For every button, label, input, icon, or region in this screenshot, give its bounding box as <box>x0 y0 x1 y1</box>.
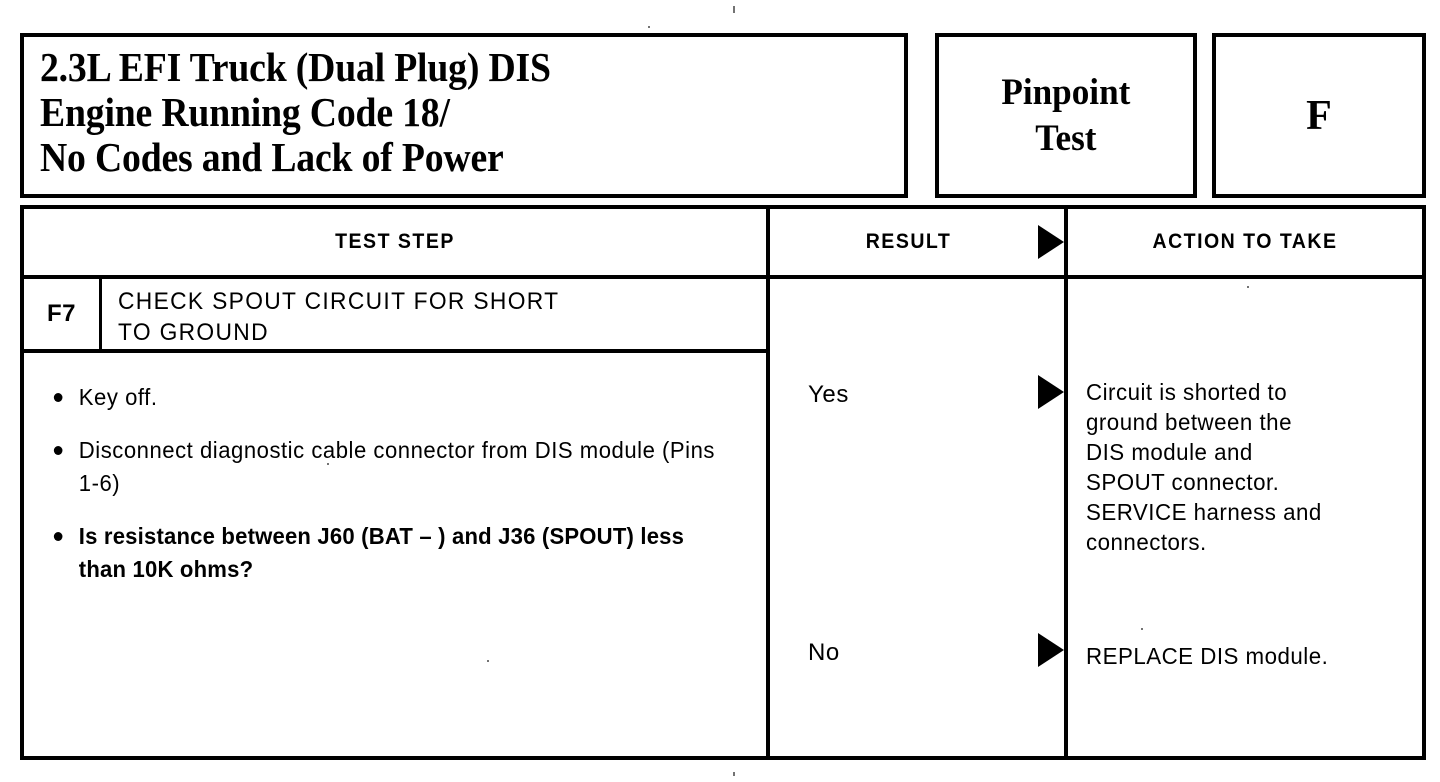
scan-speckle <box>648 26 650 28</box>
action-text-yes: Circuit is shorted to ground between the… <box>1086 379 1322 555</box>
scan-speckle <box>733 772 735 776</box>
right-triangle-icon-header <box>1038 225 1064 259</box>
right-triangle-icon-yes <box>1038 375 1064 409</box>
scan-speckle <box>487 660 489 662</box>
column-header-rule <box>20 275 1426 279</box>
action-text-no: REPLACE DIS module. <box>1086 643 1329 669</box>
right-triangle-icon-no <box>1038 633 1064 667</box>
instruction-text: Key off. <box>78 384 158 410</box>
column-divider-result-action <box>1064 209 1068 756</box>
test-type-box: Pinpoint Test <box>935 33 1197 198</box>
scan-speckle <box>1247 286 1249 288</box>
test-table: TEST STEP RESULT ACTION TO TAKE F7 CHECK… <box>20 205 1426 760</box>
step-instruction-list: Key off. Disconnect diagnostic cable con… <box>50 381 750 606</box>
scan-speckle <box>1141 628 1143 630</box>
step-title: CHECK SPOUT CIRCUIT FOR SHORT TO GROUND <box>118 288 560 346</box>
instruction-text: Disconnect diagnostic cable connector fr… <box>78 437 715 496</box>
bullet-icon <box>53 532 63 541</box>
scan-speckle <box>327 463 329 465</box>
test-letter: F <box>1306 92 1332 139</box>
chart-title: 2.3L EFI Truck (Dual Plug) DIS Engine Ru… <box>40 44 551 180</box>
list-item: Is resistance between J60 (BAT – ) and J… <box>50 520 722 586</box>
column-divider-test-result <box>766 209 770 756</box>
list-item: Key off. <box>50 381 722 414</box>
list-item: Disconnect diagnostic cable connector fr… <box>50 434 722 500</box>
instruction-text: Is resistance between J60 (BAT – ) and J… <box>78 523 685 582</box>
scan-speckle <box>733 6 735 13</box>
step-number: F7 <box>24 279 102 349</box>
step-header-row: F7 CHECK SPOUT CIRCUIT FOR SHORT TO GROU… <box>24 279 766 353</box>
test-type-label: Pinpoint Test <box>1001 71 1131 159</box>
column-header-test-step: TEST STEP <box>335 230 455 253</box>
bullet-icon <box>53 446 63 455</box>
result-label: Yes <box>808 381 849 408</box>
column-header-result: RESULT <box>865 230 952 253</box>
result-label: No <box>808 639 840 666</box>
test-letter-box: F <box>1212 33 1426 198</box>
bullet-icon <box>53 393 63 402</box>
column-header-action-to-take: ACTION TO TAKE <box>1152 230 1338 253</box>
chart-title-box: 2.3L EFI Truck (Dual Plug) DIS Engine Ru… <box>20 33 908 198</box>
